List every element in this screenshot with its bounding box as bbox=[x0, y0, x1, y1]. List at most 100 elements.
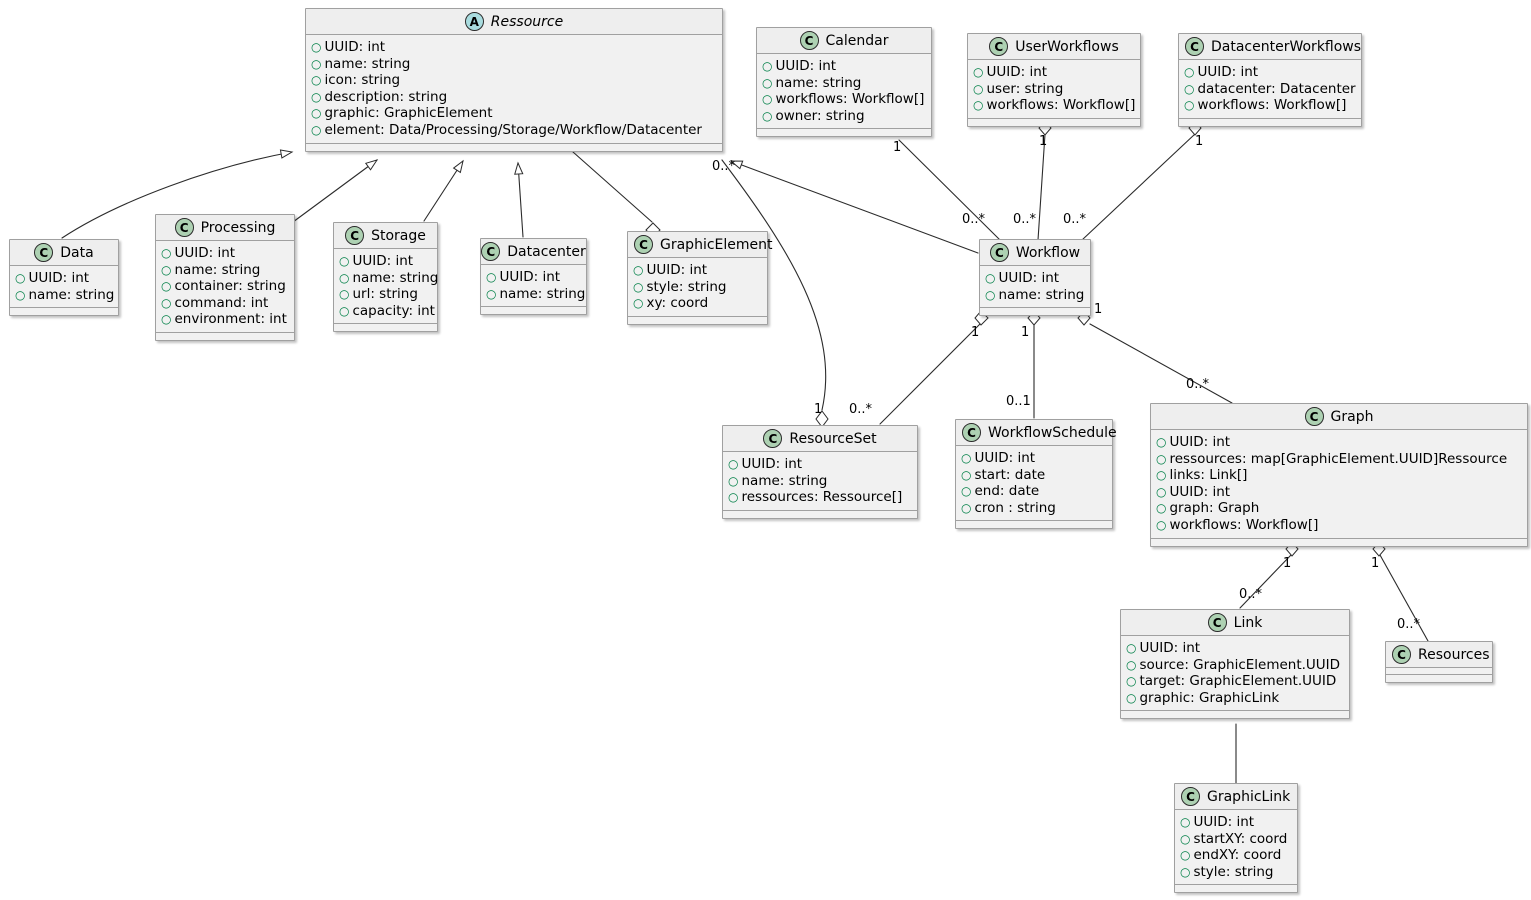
attribute-row: ○name: string bbox=[311, 56, 716, 73]
attribute-text: graphic: GraphicElement bbox=[324, 105, 493, 122]
attribute-row: ○UUID: int bbox=[1156, 434, 1521, 451]
attributes-compartment-processing: ○UUID: int○name: string○container: strin… bbox=[156, 241, 294, 333]
attribute-text: startXY: coord bbox=[1193, 830, 1288, 847]
class-name-processing: Processing bbox=[200, 219, 276, 236]
visibility-protected-icon: ○ bbox=[1156, 451, 1167, 466]
attribute-row: ○cron : string bbox=[961, 500, 1106, 517]
class-icon: C bbox=[34, 243, 54, 262]
edge-processing-ressource bbox=[292, 159, 379, 223]
class-icon: C bbox=[1207, 613, 1227, 632]
attributes-compartment-link: ○UUID: int○source: GraphicElement.UUID○t… bbox=[1121, 636, 1349, 712]
attribute-text: UUID: int bbox=[324, 39, 386, 55]
attribute-text: url: string bbox=[352, 286, 418, 303]
multiplicity-label: 1 bbox=[1371, 556, 1380, 571]
visibility-protected-icon: ○ bbox=[633, 296, 644, 311]
multiplicity-label: 1 bbox=[1021, 325, 1030, 340]
visibility-protected-icon: ○ bbox=[1156, 468, 1167, 483]
attributes-compartment-graphicelement: ○UUID: int○style: string○xy: coord bbox=[628, 258, 767, 317]
operations-compartment-datacenter bbox=[481, 307, 586, 315]
multiplicity-label: 1 bbox=[1283, 556, 1292, 571]
multiplicity-label: 0..* bbox=[1013, 212, 1037, 227]
attribute-text: style: string bbox=[646, 278, 727, 295]
operations-compartment-resources bbox=[1386, 675, 1492, 682]
multiplicity-label: 1 bbox=[1039, 134, 1048, 149]
operations-compartment-resourceset bbox=[723, 510, 917, 518]
attribute-row: ○UUID: int bbox=[15, 270, 112, 287]
attribute-row: ○UUID: int bbox=[961, 450, 1106, 467]
class-header-data: C Data bbox=[10, 240, 118, 266]
attribute-row: ○UUID: int bbox=[311, 39, 716, 56]
attribute-row: ○name: string bbox=[161, 262, 288, 279]
attribute-row: ○UUID: int bbox=[486, 269, 580, 286]
attribute-text: UUID: int bbox=[1139, 640, 1201, 656]
attribute-text: workflows: Workflow[] bbox=[1169, 516, 1319, 533]
attribute-text: ressources: map[GraphicElement.UUID]Ress… bbox=[1169, 450, 1508, 467]
attributes-compartment-workflow: ○UUID: int○name: string bbox=[980, 266, 1090, 309]
attribute-row: ○user: string bbox=[973, 81, 1134, 98]
attribute-text: capacity: int bbox=[352, 302, 435, 319]
attribute-row: ○graphic: GraphicLink bbox=[1126, 690, 1343, 707]
attribute-row: ○icon: string bbox=[311, 72, 716, 89]
attributes-compartment-resourceset: ○UUID: int○name: string○ressources: Ress… bbox=[723, 452, 917, 511]
visibility-protected-icon: ○ bbox=[1156, 435, 1167, 449]
attribute-text: workflows: Workflow[] bbox=[775, 91, 925, 108]
visibility-protected-icon: ○ bbox=[1156, 517, 1167, 532]
operations-compartment-storage bbox=[334, 324, 437, 332]
attribute-row: ○graphic: GraphicElement bbox=[311, 105, 716, 122]
visibility-protected-icon: ○ bbox=[985, 287, 996, 302]
visibility-protected-icon: ○ bbox=[961, 500, 972, 515]
visibility-protected-icon: ○ bbox=[161, 295, 172, 310]
class-icon: C bbox=[989, 243, 1009, 262]
visibility-protected-icon: ○ bbox=[311, 56, 322, 71]
visibility-protected-icon: ○ bbox=[1126, 657, 1137, 672]
visibility-protected-icon: ○ bbox=[161, 262, 172, 277]
attribute-text: owner: string bbox=[775, 107, 865, 124]
class-name-storage: Storage bbox=[371, 227, 426, 244]
attribute-text: name: string bbox=[28, 286, 115, 303]
class-name-resourceset: ResourceSet bbox=[789, 430, 877, 447]
attribute-row: ○startXY: coord bbox=[1180, 831, 1291, 848]
class-icon: C bbox=[1185, 37, 1204, 56]
edge-userworkflows-workflow bbox=[1037, 133, 1046, 241]
attribute-text: container: string bbox=[174, 278, 286, 295]
attributes-compartment-datacenterworkflows: ○UUID: int○datacenter: Datacenter○workfl… bbox=[1179, 60, 1361, 119]
visibility-protected-icon: ○ bbox=[1184, 98, 1195, 113]
attribute-text: UUID: int bbox=[974, 450, 1036, 466]
attribute-row: ○name: string bbox=[728, 473, 911, 490]
attribute-text: name: string bbox=[352, 269, 439, 286]
class-name-data: Data bbox=[60, 244, 94, 261]
attribute-row: ○owner: string bbox=[762, 108, 925, 125]
attribute-row: ○workflows: Workflow[] bbox=[1184, 97, 1355, 114]
attribute-row: ○style: string bbox=[633, 279, 761, 296]
visibility-protected-icon: ○ bbox=[1156, 484, 1167, 499]
attribute-text: command: int bbox=[174, 294, 269, 311]
attributes-compartment-userworkflows: ○UUID: int○user: string○workflows: Workf… bbox=[968, 60, 1140, 119]
operations-compartment-graphiclink bbox=[1175, 885, 1297, 893]
attribute-text: element: Data/Processing/Storage/Workflo… bbox=[324, 121, 702, 138]
visibility-protected-icon: ○ bbox=[486, 270, 497, 284]
